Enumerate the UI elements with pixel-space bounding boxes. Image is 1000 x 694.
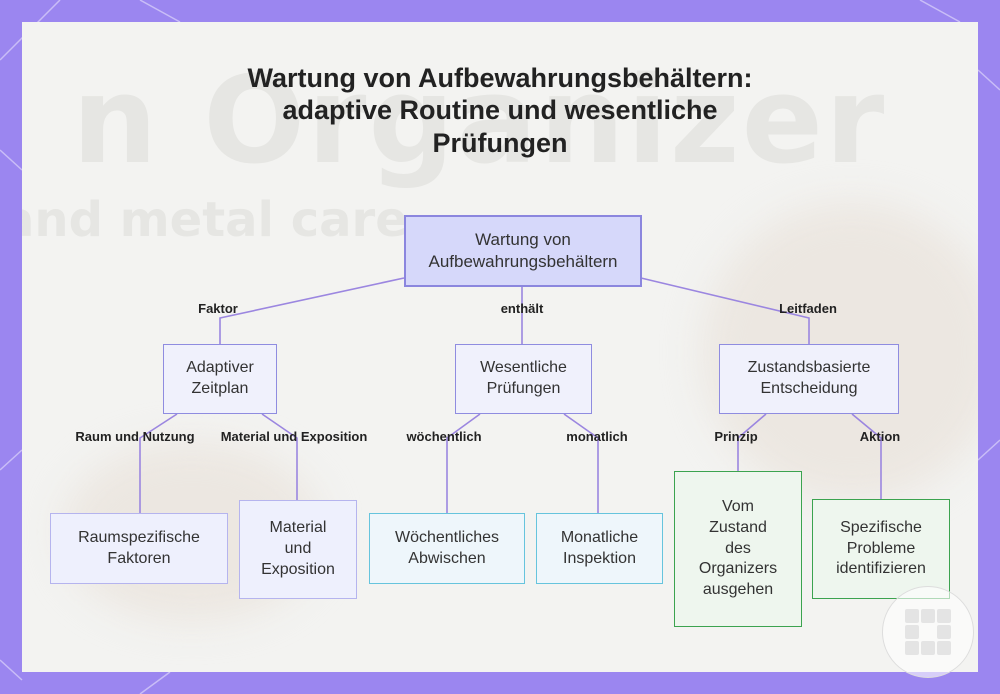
node-identify-problems: Spezifische Probleme identifizieren — [812, 499, 950, 599]
node-weekly-wipe: Wöchentliches Abwischen — [369, 513, 525, 584]
edge-label-leitfaden: Leitfaden — [779, 301, 837, 316]
node-room-factors: Raumspezifische Faktoren — [50, 513, 228, 584]
edge-adaptive-material — [262, 414, 297, 500]
grid-logo-icon — [901, 605, 955, 659]
node-material-exposure: Material und Exposition — [239, 500, 357, 599]
edge-root-adaptive — [220, 278, 404, 344]
node-essential-checks: Wesentliche Prüfungen — [455, 344, 592, 414]
node-root: Wartung von Aufbewahrungsbehältern — [404, 215, 642, 287]
edge-label-aktion: Aktion — [860, 429, 900, 444]
edge-label-raum: Raum und Nutzung — [75, 429, 194, 444]
edge-label-material: Material und Exposition — [221, 429, 368, 444]
edge-label-prinzip: Prinzip — [714, 429, 757, 444]
node-organizer-condition: Vom Zustand des Organizers ausgehen — [674, 471, 802, 627]
edge-label-faktor: Faktor — [198, 301, 238, 316]
edge-label-woechentlich: wöchentlich — [406, 429, 481, 444]
edge-label-monatlich: monatlich — [566, 429, 627, 444]
watermark-logo — [882, 586, 974, 678]
node-adaptive-schedule: Adaptiver Zeitplan — [163, 344, 277, 414]
edge-label-enthaelt: enthält — [501, 301, 544, 316]
node-condition-decision: Zustandsbasierte Entscheidung — [719, 344, 899, 414]
node-monthly-inspection: Monatliche Inspektion — [536, 513, 663, 584]
edge-condition-problems — [852, 414, 881, 499]
